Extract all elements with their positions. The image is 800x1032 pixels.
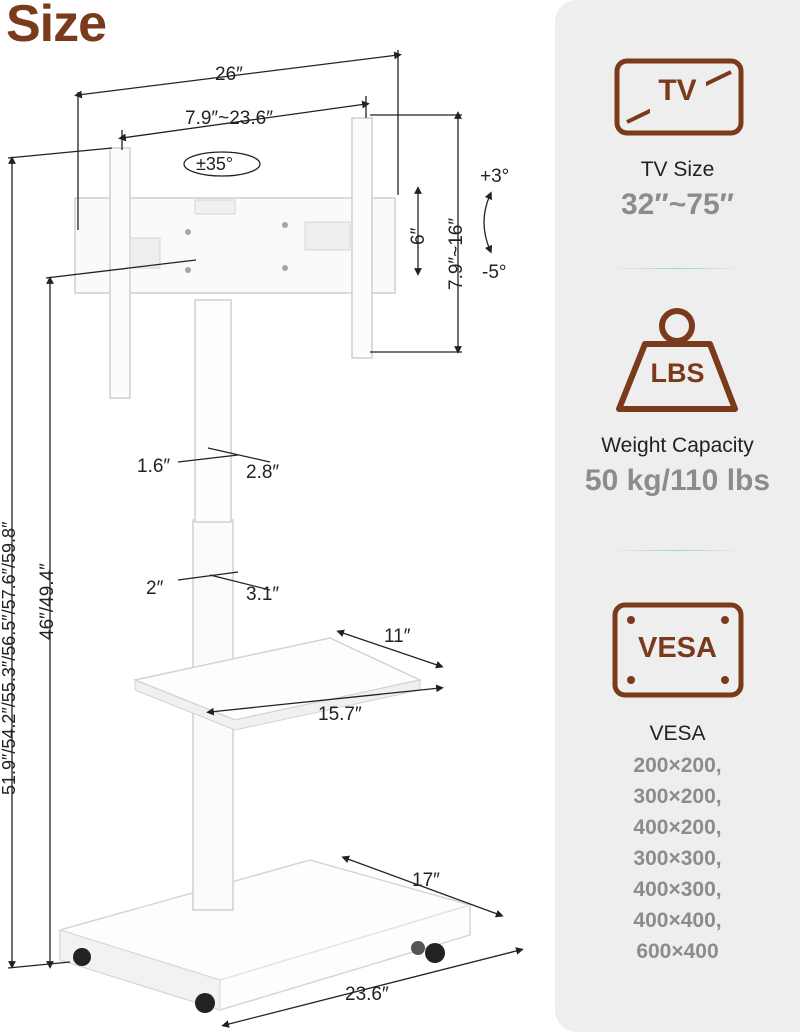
tv-icon-text: TV <box>658 74 697 107</box>
upper-pole <box>194 299 232 523</box>
lower-pole-width-label: 3.1″ <box>246 584 280 605</box>
vesa-pattern: 400×400, <box>633 909 722 932</box>
tv-size-value: 32″~75″ <box>621 188 734 221</box>
weight-capacity-label: Weight Capacity <box>601 434 754 457</box>
upper-pole-width-label: 2.8″ <box>246 462 280 483</box>
weight-feature-icon: LBS <box>555 304 800 421</box>
vesa-width-label: 7.9″~23.6″ <box>185 108 273 129</box>
tilt-down-label: -5° <box>482 262 507 283</box>
swivel-label: ±35° <box>196 154 234 174</box>
spec-panel: TV TV Size 32″~75″ LBS Weight Capacity 5… <box>555 0 800 1032</box>
bracket-height-label: 6″ <box>408 227 429 245</box>
mount-bracket <box>74 117 396 399</box>
product-illustration: Size <box>0 0 524 1028</box>
tv-size-feature: TV Size 32″~75″ <box>555 158 800 222</box>
dimension-lines <box>7 50 524 1028</box>
vesa-pattern: 400×300, <box>633 878 722 901</box>
shelf-depth-label: 11″ <box>384 626 411 647</box>
vesa-feature-icon: VESA <box>555 602 800 703</box>
divider <box>610 268 745 269</box>
base-width-label: 23.6″ <box>345 984 389 1005</box>
vesa-height-label: 7.9″~16″ <box>446 217 467 290</box>
lower-pole-depth-label: 2″ <box>146 578 164 599</box>
tv-feature-icon: TV <box>555 56 800 143</box>
weight-icon-text: LBS <box>650 358 705 388</box>
tv-icon <box>614 58 744 136</box>
tilt-up-label: +3° <box>480 166 510 187</box>
vesa-feature: VESA 200×200, 300×200, 400×200, 300×300,… <box>555 722 800 967</box>
vesa-pattern: 600×400 <box>636 940 719 963</box>
weight-capacity-value: 50 kg/110 lbs <box>584 464 771 497</box>
vesa-pattern: 200×200, <box>633 754 722 777</box>
upper-pole-depth-label: 1.6″ <box>137 456 171 477</box>
vesa-pattern: 400×200, <box>633 816 722 839</box>
shelf-width-label: 15.7″ <box>318 704 362 725</box>
weight-icon <box>616 308 738 412</box>
overall-width-label: 26″ <box>215 64 243 85</box>
tv-size-label: TV Size <box>640 158 715 181</box>
base-depth-label: 17″ <box>412 870 440 891</box>
vesa-pattern-list: 200×200, 300×200, 400×200, 300×300, 400×… <box>555 750 800 967</box>
vesa-pattern: 300×300, <box>633 847 722 870</box>
vesa-pattern: 300×200, <box>633 785 722 808</box>
tv-stand-drawing <box>7 50 524 1028</box>
vesa-icon-text: VESA <box>638 632 717 664</box>
vesa-label: VESA <box>649 722 706 745</box>
vesa-icon <box>612 602 744 698</box>
glass-shelf <box>132 637 423 731</box>
pole-height-label: 46″/49.4″ <box>37 563 58 640</box>
weight-capacity-feature: Weight Capacity 50 kg/110 lbs <box>555 434 800 498</box>
total-height-label: 51.9″/54.2″/55.3″/56.5″/57.6″/59.8″ <box>0 521 19 795</box>
page-title: Size <box>6 0 107 53</box>
divider <box>610 550 745 551</box>
base-plate <box>59 859 471 1011</box>
